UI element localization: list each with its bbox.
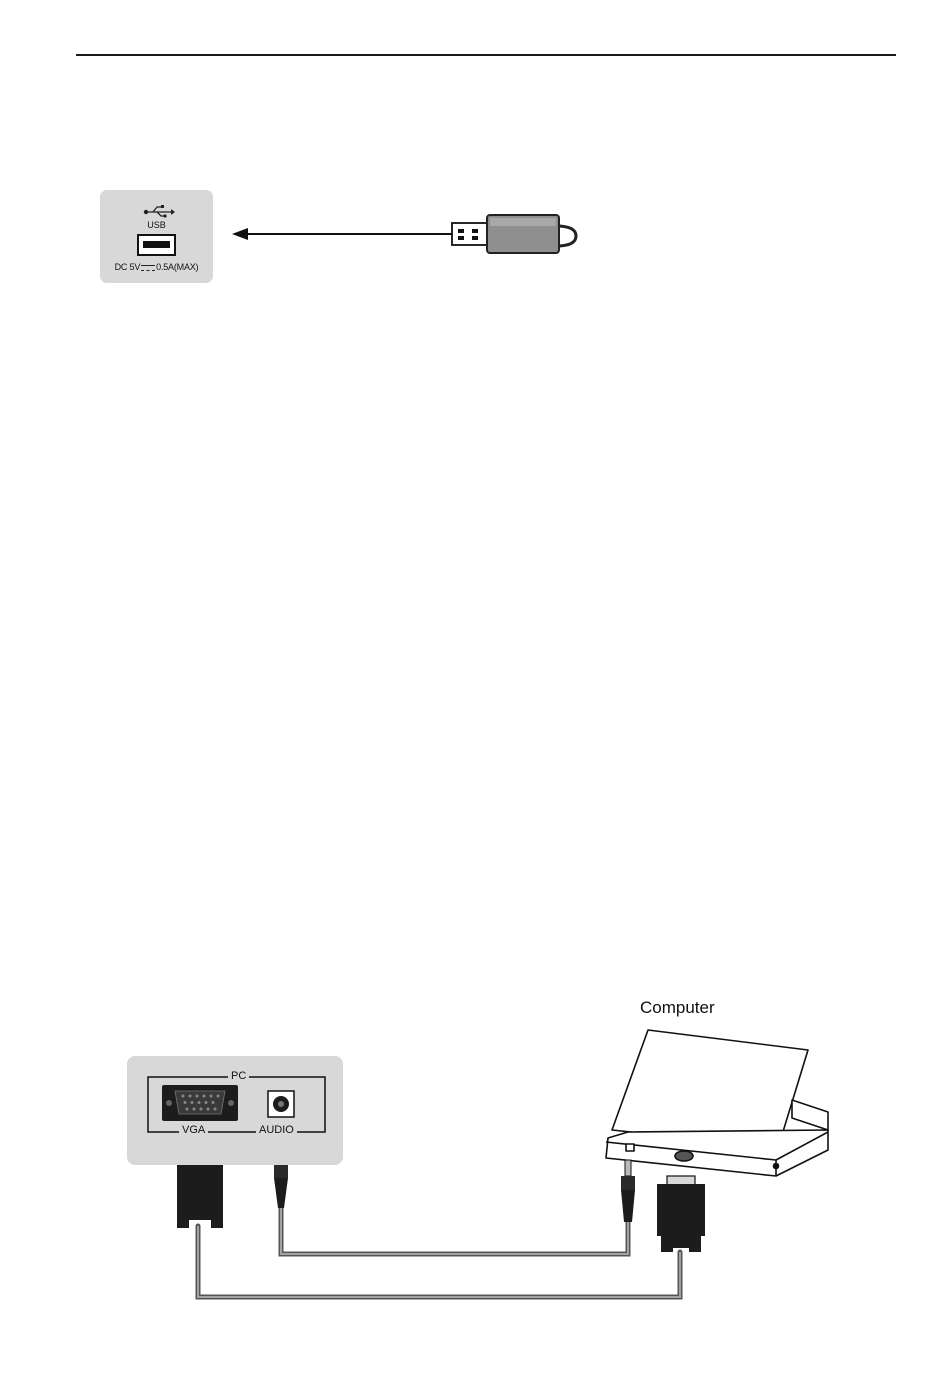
pc-input-panel: PC VGA AUDIO <box>127 1056 343 1165</box>
laptop-computer <box>606 1030 828 1176</box>
audio-plug-pc-side <box>621 1160 635 1222</box>
usb-insert-arrow <box>232 228 452 240</box>
audio-port-label: AUDIO <box>256 1124 297 1136</box>
pc-panel-title: PC <box>228 1070 249 1082</box>
audio-cable <box>281 1206 628 1254</box>
vga-port-label: VGA <box>179 1124 208 1136</box>
usb-flash-drive <box>452 215 576 253</box>
computer-label: Computer <box>640 998 715 1018</box>
audio-jack <box>268 1091 294 1117</box>
vga-plug-pc-side <box>657 1176 705 1252</box>
audio-cable-inner <box>281 1206 628 1254</box>
vga-port <box>162 1085 238 1121</box>
vga-cable-inner <box>198 1226 680 1297</box>
vga-cable <box>198 1226 680 1297</box>
